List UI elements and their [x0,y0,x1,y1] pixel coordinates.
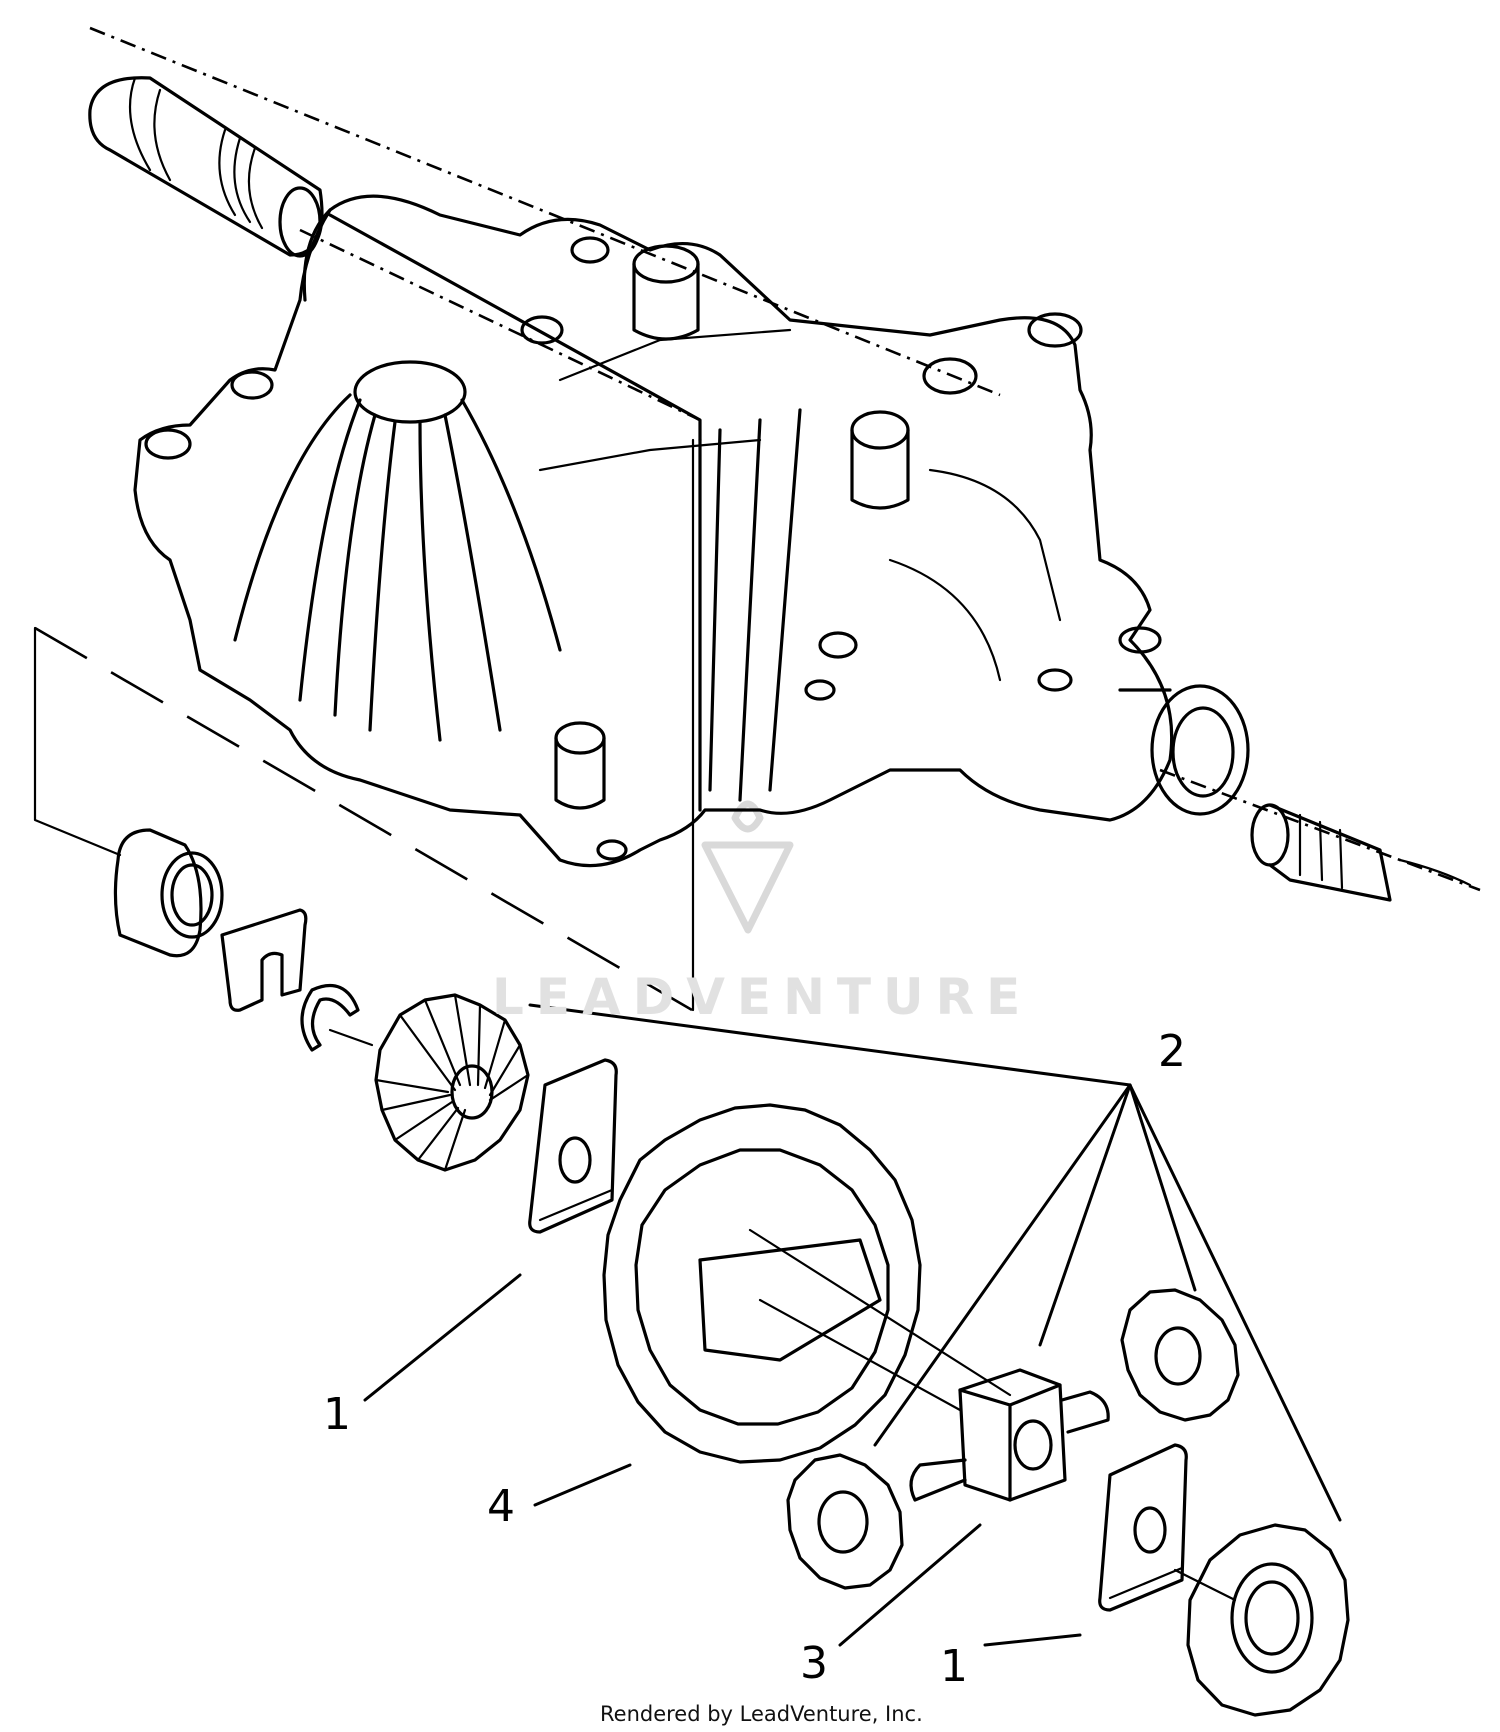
footer-credit: Rendered by LeadVenture, Inc. [600,1702,923,1726]
callout-1-left: 1 [323,1389,351,1440]
callout-4: 4 [487,1481,515,1532]
leadventure-logo-icon [701,800,794,934]
washer-icon [528,1058,618,1234]
pinion-gear-icon [786,1453,904,1590]
retaining-ring-icon [300,983,360,1052]
ring-gear-icon [602,1103,962,1464]
washer-icon [1098,1443,1188,1612]
side-gear-icon [1173,1523,1350,1717]
bevel-side-gear-icon [328,993,530,1172]
watermark-text: LEADVENTURE [492,968,1033,1026]
callout-1-right: 1 [940,1641,968,1692]
transaxle-housing-icon [133,194,1250,868]
axle-bushing-icon [113,828,224,958]
callout-leader-lines [363,1003,1342,1647]
pinion-gear-icon [1120,1288,1240,1422]
right-axle-shaft-icon [1250,803,1472,902]
left-axle-shaft-icon [88,76,324,258]
callout-2: 2 [1158,1026,1186,1077]
thrust-washer-icon [220,908,308,1012]
differential-cross-block-icon [909,1368,1110,1502]
reference-lines [33,26,1481,1397]
callout-3: 3 [800,1638,828,1689]
